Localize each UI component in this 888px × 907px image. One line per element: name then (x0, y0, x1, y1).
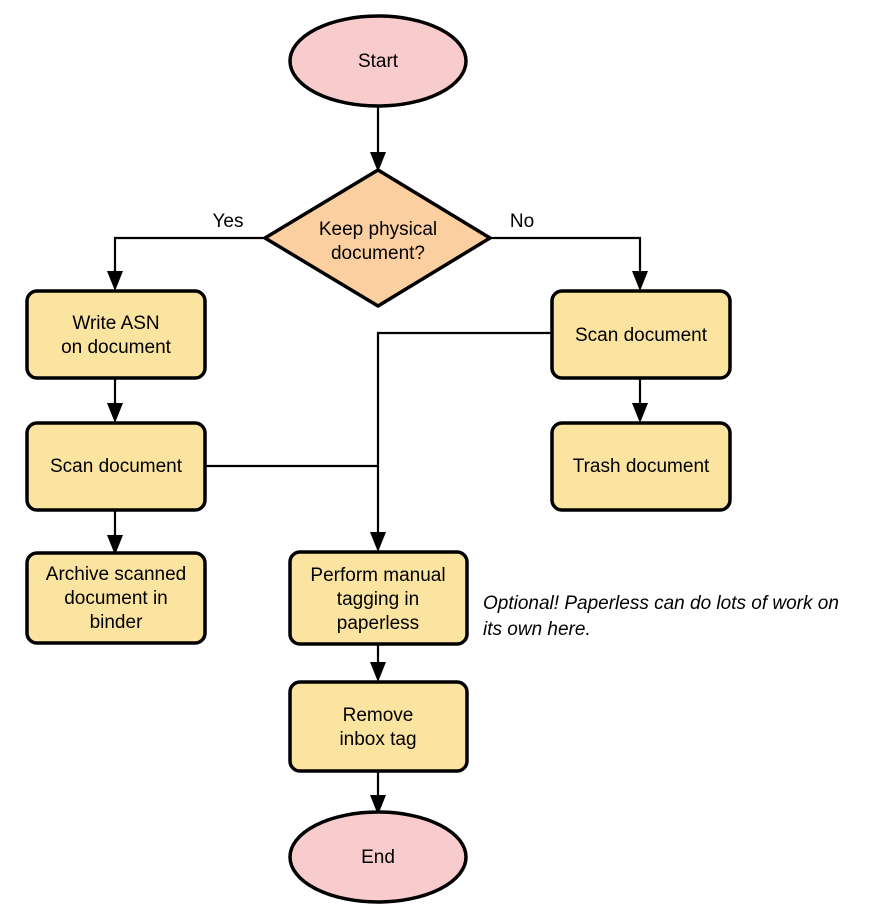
annotation-line-1: Optional! Paperless can do lots of work … (483, 593, 839, 614)
annotation-line-2: its own here. (483, 619, 591, 640)
edge-decision-to-writeasn-yes (107, 236, 265, 291)
node-label: Start (358, 51, 399, 72)
node-archive-scanned-document-in-binder[interactable]: Archive scanned document in binder (25, 551, 207, 645)
process-box-shape[interactable] (550, 421, 732, 512)
node-label-line-2: document in (64, 588, 168, 609)
edge-scanright-to-tagging (370, 331, 552, 552)
node-label-line-1: Write ASN (72, 313, 159, 334)
node-write-asn-on-document[interactable]: Write ASN on document (25, 289, 207, 380)
node-remove-inbox-tag[interactable]: Remove inbox tag (288, 680, 469, 773)
arrowhead (370, 795, 386, 815)
arrowhead (370, 532, 386, 552)
edge-decision-to-scanright-no (490, 236, 648, 291)
arrowhead (370, 152, 386, 172)
edge-scanright-to-trash (632, 378, 648, 423)
decision-diamond-shape[interactable] (263, 168, 492, 308)
node-label-line-2: on document (61, 337, 172, 358)
node-label-line-3: binder (90, 612, 143, 633)
node-label-line-1: Keep physical (319, 219, 437, 240)
edge-line (113, 236, 265, 281)
process-box-shape[interactable] (25, 551, 207, 645)
node-scan-document-right[interactable]: Scan document (550, 289, 732, 380)
process-box-shape[interactable] (25, 421, 207, 512)
node-label: End (361, 847, 395, 868)
start-terminator-shape[interactable] (288, 14, 468, 108)
arrowhead (632, 271, 648, 291)
arrowhead (632, 403, 648, 423)
node-start[interactable]: Start (288, 14, 468, 108)
node-end[interactable]: End (288, 810, 468, 904)
process-box-shape[interactable] (25, 289, 207, 380)
edge-tagging-to-removetag (370, 644, 386, 682)
node-perform-manual-tagging-in-paperless[interactable]: Perform manual tagging in paperless (288, 550, 469, 646)
process-box-shape[interactable] (288, 550, 469, 646)
arrowhead (107, 403, 123, 423)
node-label-line-3: paperless (337, 613, 419, 634)
edge-line (376, 331, 552, 542)
arrowhead (107, 535, 123, 555)
edge-start-to-decision (370, 101, 386, 172)
edge-line (490, 236, 642, 281)
node-label: Scan document (575, 325, 708, 346)
node-label: Scan document (50, 456, 183, 477)
node-label-line-1: Archive scanned (46, 564, 186, 585)
process-box-shape[interactable] (550, 289, 732, 380)
annotation-optional-note: Optional! Paperless can do lots of work … (483, 593, 839, 640)
arrowhead (107, 271, 123, 291)
edge-label-yes: Yes (213, 211, 244, 232)
node-label-line-2: document? (331, 243, 425, 264)
node-label-line-2: inbox tag (339, 729, 416, 750)
node-trash-document[interactable]: Trash document (550, 421, 732, 512)
node-label: Trash document (573, 456, 710, 477)
node-scan-document-left[interactable]: Scan document (25, 421, 207, 512)
edge-label-no: No (510, 211, 534, 232)
edge-scanleft-to-archive (107, 510, 123, 555)
node-label-line-1: Perform manual (310, 565, 445, 586)
edge-removetag-to-end (370, 771, 386, 815)
process-box-shape[interactable] (288, 680, 469, 773)
node-label-line-1: Remove (343, 705, 414, 726)
edge-writeasn-to-scanleft (107, 378, 123, 423)
node-decision-keep-physical-document[interactable]: Keep physical document? (263, 168, 492, 308)
end-terminator-shape[interactable] (288, 810, 468, 904)
arrowhead (370, 662, 386, 682)
node-label-line-2: tagging in (337, 589, 419, 610)
